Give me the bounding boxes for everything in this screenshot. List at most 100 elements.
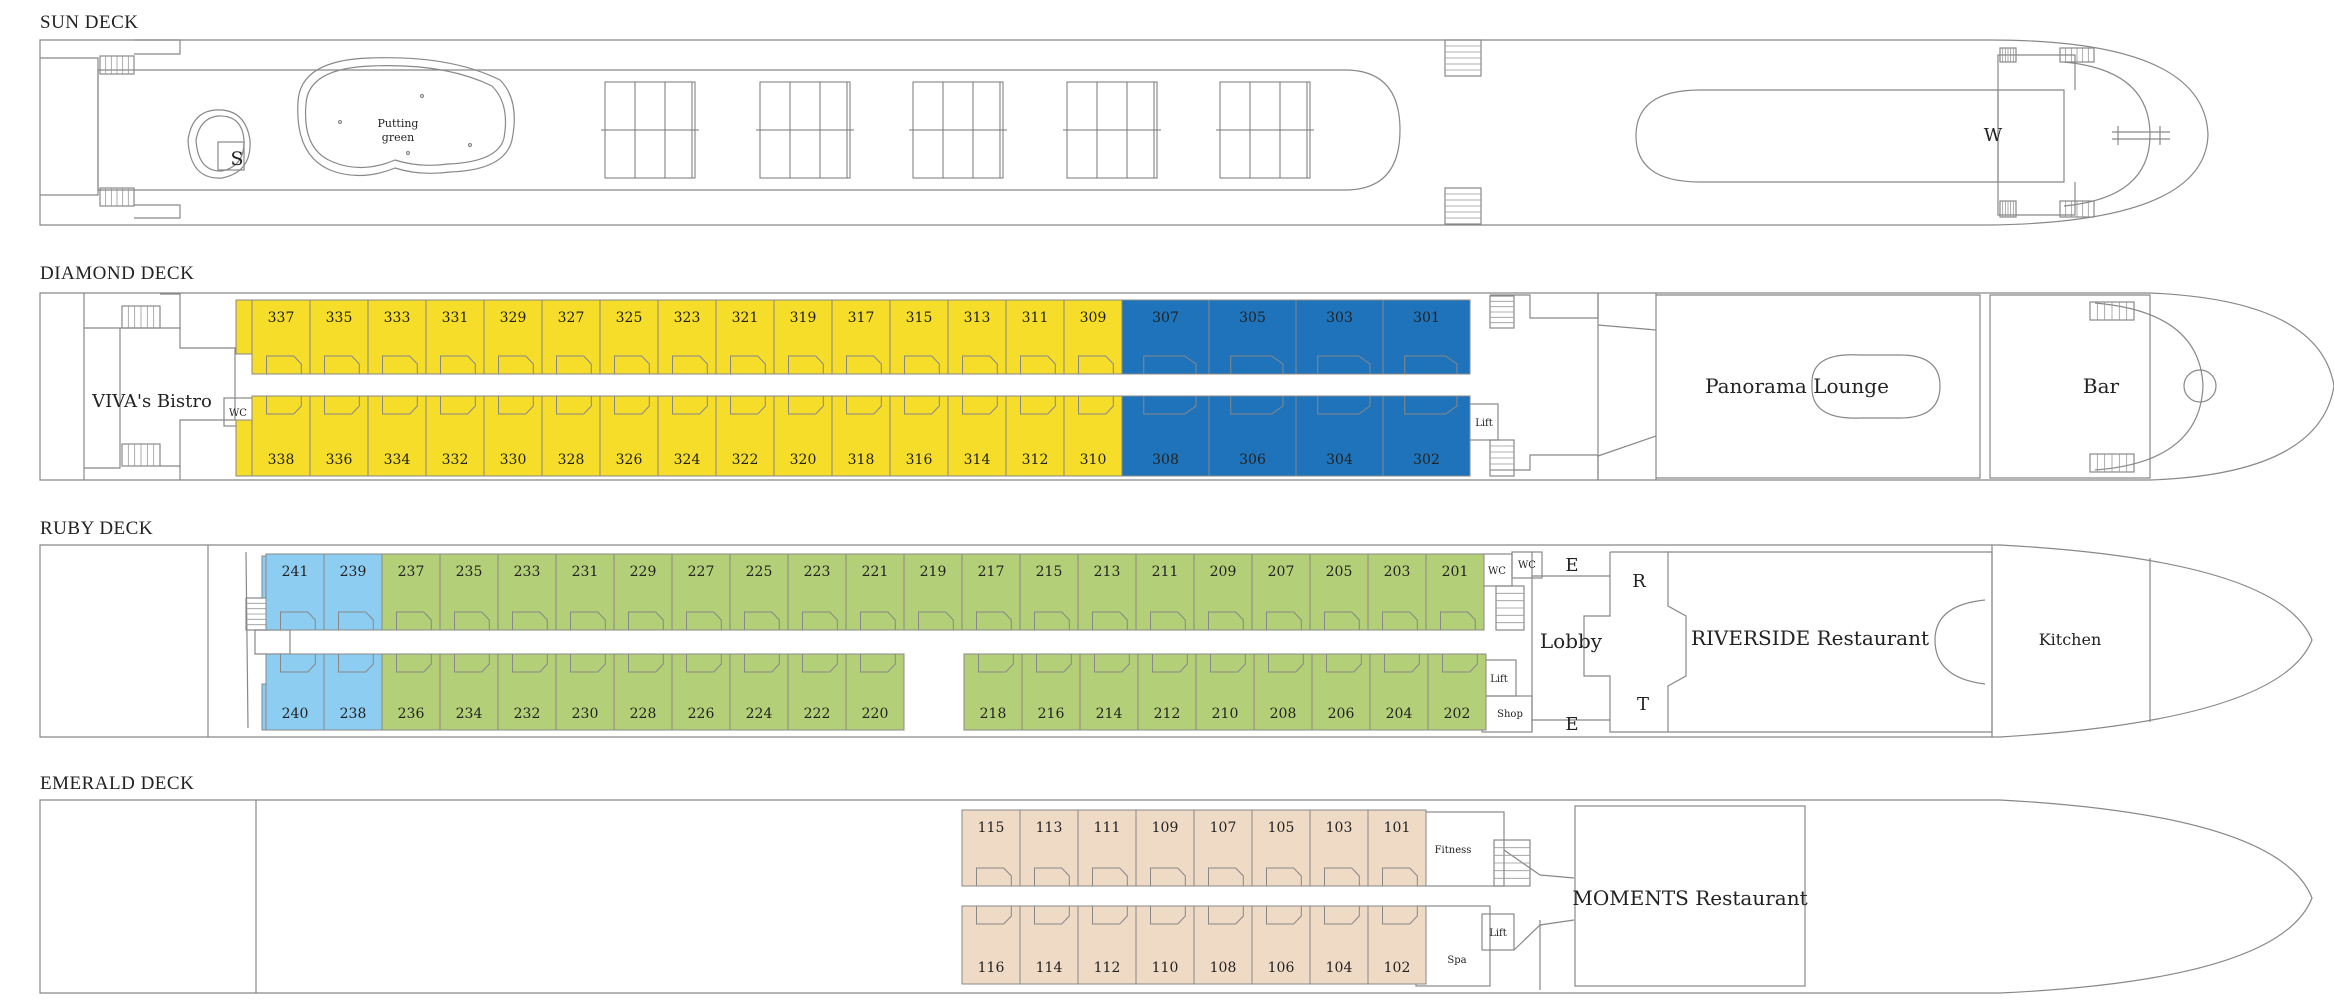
cabin-333[interactable]: 333 (367, 299, 427, 375)
cabin-202[interactable]: 202 (1427, 653, 1487, 731)
cabin-310[interactable]: 310 (1063, 395, 1123, 477)
cabin-332[interactable]: 332 (425, 395, 485, 477)
cabin-number: 326 (616, 452, 643, 468)
cabin-115[interactable]: 115 (961, 809, 1021, 887)
cabin-225[interactable]: 225 (729, 553, 789, 631)
cabin-337[interactable]: 337 (251, 299, 311, 375)
cabin-329[interactable]: 329 (483, 299, 543, 375)
cabin-325[interactable]: 325 (599, 299, 659, 375)
cabin-201[interactable]: 201 (1425, 553, 1485, 631)
cabin-231[interactable]: 231 (555, 553, 615, 631)
cabin-114[interactable]: 114 (1019, 905, 1079, 985)
cabin-312[interactable]: 312 (1005, 395, 1065, 477)
cabin-206[interactable]: 206 (1311, 653, 1371, 731)
cabin-307[interactable]: 307 (1121, 299, 1210, 375)
cabin-311[interactable]: 311 (1005, 299, 1065, 375)
cabin-221[interactable]: 221 (845, 553, 905, 631)
cabin-323[interactable]: 323 (657, 299, 717, 375)
cabin-309[interactable]: 309 (1063, 299, 1123, 375)
cabin-218[interactable]: 218 (963, 653, 1023, 731)
cabin-213[interactable]: 213 (1077, 553, 1137, 631)
cabin-334[interactable]: 334 (367, 395, 427, 477)
cabin-226[interactable]: 226 (671, 653, 731, 731)
cabin-108[interactable]: 108 (1193, 905, 1253, 985)
cabin-105[interactable]: 105 (1251, 809, 1311, 887)
cabin-111[interactable]: 111 (1077, 809, 1137, 887)
cabin-302[interactable]: 302 (1382, 395, 1471, 477)
cabin-number: 227 (688, 564, 715, 580)
cabin-315[interactable]: 315 (889, 299, 949, 375)
cabin-308[interactable]: 308 (1121, 395, 1210, 477)
cabin-313[interactable]: 313 (947, 299, 1007, 375)
cabin-216[interactable]: 216 (1021, 653, 1081, 731)
cabin-110[interactable]: 110 (1135, 905, 1195, 985)
cabin-227[interactable]: 227 (671, 553, 731, 631)
cabin-238[interactable]: 238 (323, 653, 383, 731)
cabin-217[interactable]: 217 (961, 553, 1021, 631)
cabin-338[interactable]: 338 (251, 395, 311, 477)
cabin-113[interactable]: 113 (1019, 809, 1079, 887)
cabin-230[interactable]: 230 (555, 653, 615, 731)
cabin-305[interactable]: 305 (1208, 299, 1297, 375)
cabin-237[interactable]: 237 (381, 553, 441, 631)
cabin-207[interactable]: 207 (1251, 553, 1311, 631)
cabin-number: 111 (1094, 820, 1121, 836)
cabin-102[interactable]: 102 (1367, 905, 1427, 985)
cabin-210[interactable]: 210 (1195, 653, 1255, 731)
cabin-239[interactable]: 239 (323, 553, 383, 631)
cabin-107[interactable]: 107 (1193, 809, 1253, 887)
cabin-318[interactable]: 318 (831, 395, 891, 477)
cabin-228[interactable]: 228 (613, 653, 673, 731)
cabin-204[interactable]: 204 (1369, 653, 1429, 731)
cabin-219[interactable]: 219 (903, 553, 963, 631)
cabin-327[interactable]: 327 (541, 299, 601, 375)
cabin-116[interactable]: 116 (961, 905, 1021, 985)
cabin-322[interactable]: 322 (715, 395, 775, 477)
cabin-208[interactable]: 208 (1253, 653, 1313, 731)
cabin-235[interactable]: 235 (439, 553, 499, 631)
cabin-103[interactable]: 103 (1309, 809, 1369, 887)
cabin-222[interactable]: 222 (787, 653, 847, 731)
cabin-330[interactable]: 330 (483, 395, 543, 477)
cabin-body (439, 653, 499, 731)
cabin-106[interactable]: 106 (1251, 905, 1311, 985)
cabin-331[interactable]: 331 (425, 299, 485, 375)
cabin-224[interactable]: 224 (729, 653, 789, 731)
cabin-336[interactable]: 336 (309, 395, 369, 477)
cabin-301[interactable]: 301 (1382, 299, 1471, 375)
cabin-215[interactable]: 215 (1019, 553, 1079, 631)
cabin-326[interactable]: 326 (599, 395, 659, 477)
cabin-234[interactable]: 234 (439, 653, 499, 731)
cabin-233[interactable]: 233 (497, 553, 557, 631)
cabin-324[interactable]: 324 (657, 395, 717, 477)
cabin-320[interactable]: 320 (773, 395, 833, 477)
cabin-328[interactable]: 328 (541, 395, 601, 477)
cabin-241[interactable]: 241 (265, 553, 325, 631)
cabin-314[interactable]: 314 (947, 395, 1007, 477)
cabin-203[interactable]: 203 (1367, 553, 1427, 631)
cabin-101[interactable]: 101 (1367, 809, 1427, 887)
cabin-321[interactable]: 321 (715, 299, 775, 375)
cabin-240[interactable]: 240 (265, 653, 325, 731)
cabin-316[interactable]: 316 (889, 395, 949, 477)
cabin-212[interactable]: 212 (1137, 653, 1197, 731)
lobby-label: Lobby (1540, 629, 1603, 653)
cabin-104[interactable]: 104 (1309, 905, 1369, 985)
cabin-306[interactable]: 306 (1208, 395, 1297, 477)
cabin-303[interactable]: 303 (1295, 299, 1384, 375)
cabin-112[interactable]: 112 (1077, 905, 1137, 985)
cabin-232[interactable]: 232 (497, 653, 557, 731)
cabin-214[interactable]: 214 (1079, 653, 1139, 731)
cabin-304[interactable]: 304 (1295, 395, 1384, 477)
cabin-109[interactable]: 109 (1135, 809, 1195, 887)
cabin-319[interactable]: 319 (773, 299, 833, 375)
cabin-205[interactable]: 205 (1309, 553, 1369, 631)
cabin-236[interactable]: 236 (381, 653, 441, 731)
cabin-229[interactable]: 229 (613, 553, 673, 631)
cabin-223[interactable]: 223 (787, 553, 847, 631)
cabin-317[interactable]: 317 (831, 299, 891, 375)
cabin-335[interactable]: 335 (309, 299, 369, 375)
cabin-209[interactable]: 209 (1193, 553, 1253, 631)
cabin-220[interactable]: 220 (845, 653, 905, 731)
cabin-211[interactable]: 211 (1135, 553, 1195, 631)
